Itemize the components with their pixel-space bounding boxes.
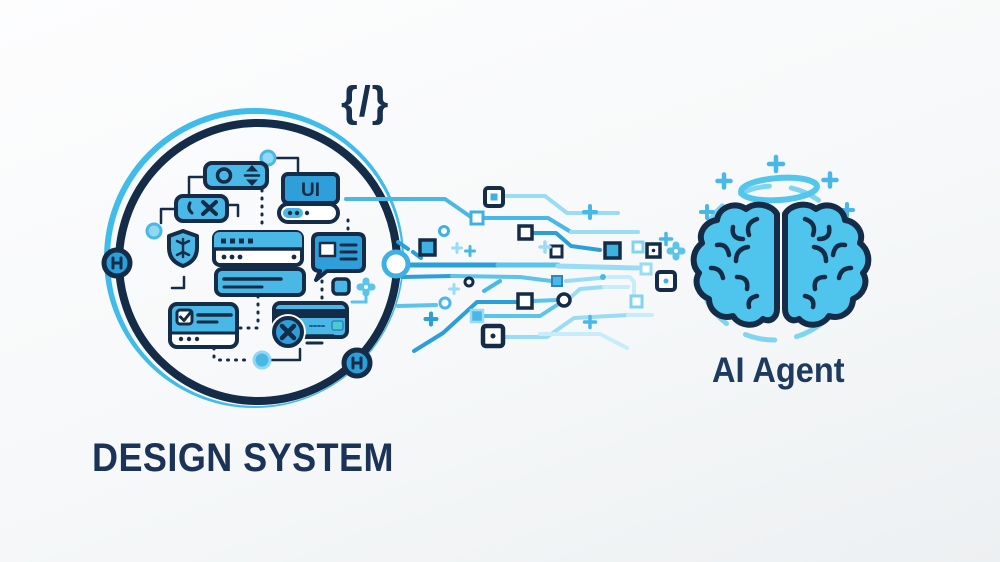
design-system-components: UI [145, 149, 366, 370]
circuit-dot-icon [600, 274, 606, 280]
hub-node-icon [101, 247, 133, 279]
gear-icon [350, 277, 376, 304]
dot-node-icon [259, 149, 277, 167]
circuit-square-icon [517, 224, 534, 241]
brain-icon [690, 201, 872, 328]
dot-node-icon [252, 350, 272, 370]
toolbar-icon [212, 230, 304, 267]
circuit-dot-icon [438, 296, 452, 310]
tag-x-icon [174, 194, 229, 223]
small-square-icon [331, 277, 351, 296]
sparkle-plus-icon [766, 154, 786, 174]
stepper-icon [203, 161, 269, 190]
sparkle-plus-icon [538, 240, 552, 254]
sparkle-plus-icon [451, 242, 463, 254]
circuit-square-icon [639, 262, 653, 276]
sparkle-plus-icon [448, 283, 460, 295]
circuit-dot-icon [463, 276, 475, 288]
sparkle-plus-icon [658, 231, 674, 247]
ring-nodes [101, 247, 411, 379]
circuit-square-icon [629, 294, 644, 309]
sparkle-plus-icon [582, 204, 598, 220]
progress-bar-icon [277, 202, 340, 224]
sparkle-plus-icon [423, 311, 439, 327]
checkbox-card-icon [168, 302, 239, 349]
ui-button-icon: UI [281, 172, 340, 205]
circuit-square-icon [469, 210, 485, 226]
sparkle-plus-icon [715, 172, 733, 190]
circuit-node-icons [350, 186, 686, 349]
input-field-icon [214, 267, 306, 297]
chat-bubble-icon [311, 232, 366, 282]
sparkle-plus-icon [464, 245, 476, 257]
circuit-dot-icon [438, 225, 450, 237]
halo-icon [738, 174, 820, 204]
circuit-traces [344, 194, 654, 353]
sparkle-plus-icon [821, 171, 839, 189]
gear-icon [666, 241, 686, 261]
circuit-square-icon [549, 244, 564, 259]
circuit-square-icon [469, 308, 485, 324]
sparkle-plus-icon [582, 314, 598, 330]
circuit-square-icon [645, 242, 662, 259]
circuit-square-icon [418, 238, 437, 257]
ui-button-label: UI [301, 180, 320, 201]
circuit-square-icon [516, 292, 534, 310]
sparkle-plus-icon [699, 204, 715, 220]
circuit-square-icon [603, 241, 622, 260]
close-button-icon [270, 314, 335, 350]
code-icon: {/} [341, 78, 390, 126]
circuit-square-icon [655, 270, 677, 292]
design-system-title: DESIGN SYSTEM [92, 436, 394, 480]
shield-icon [167, 229, 199, 268]
ai-agent-title: AI Agent [712, 351, 845, 390]
dot-node-icon [145, 222, 163, 240]
circuit-square-icon [631, 240, 645, 254]
port-node-icon [381, 249, 411, 279]
circuit-square-icon [551, 275, 563, 287]
ai-agent-figure [690, 154, 872, 343]
circuit-square-icon [480, 323, 506, 349]
circuit-square-icon [483, 186, 505, 208]
circuit-dot-icon [556, 292, 572, 308]
hub-node-icon [341, 347, 373, 379]
